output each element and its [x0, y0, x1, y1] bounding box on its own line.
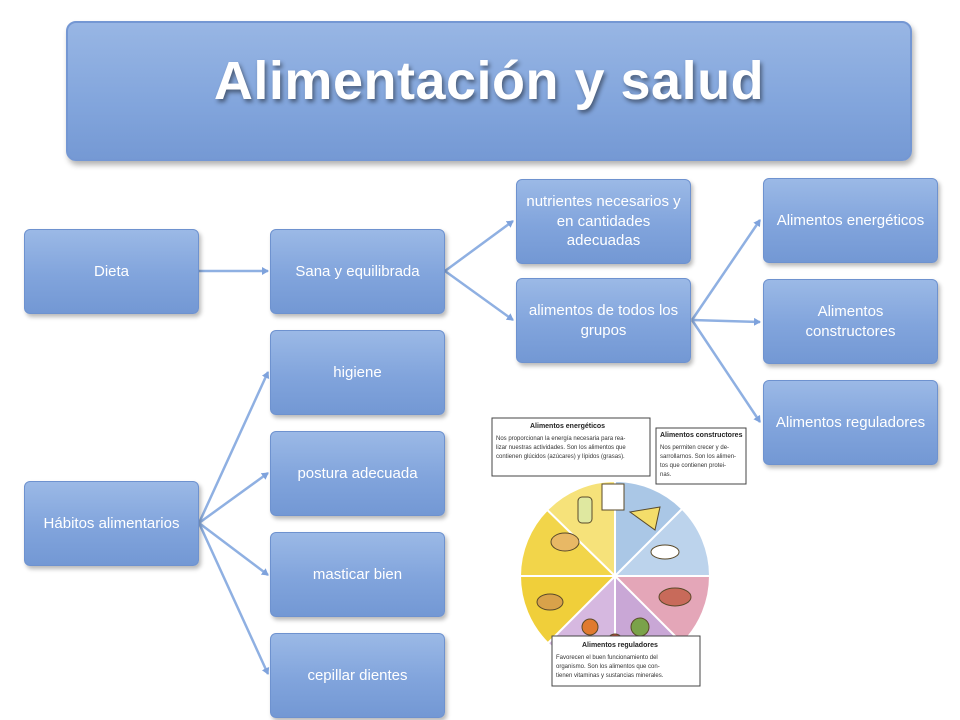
wheel-segment-dairy	[614, 479, 684, 579]
node-sana-equilibrada: Sana y equilibrada	[270, 229, 445, 314]
node-postura: postura adecuada	[270, 431, 445, 516]
node-habitos: Hábitos alimentarios	[24, 481, 199, 566]
box-constructores: Alimentos constructores Nos permiten cre…	[655, 427, 747, 485]
node-dieta: Dieta	[24, 229, 199, 314]
page-title: Alimentación y salud	[213, 51, 765, 111]
node-masticar: masticar bien	[270, 532, 445, 617]
node-constructores: Alimentos constructores	[763, 279, 938, 364]
node-cepillar: cepillar dientes	[270, 633, 445, 718]
connector-grupos-reguladores	[690, 319, 762, 423]
svg-text:Favorecen el buen funcionamien: Favorecen el buen funcionamiento del org…	[556, 655, 664, 679]
node-todos-grupos: alimentos de todos los grupos	[516, 278, 691, 363]
wheel-segment-bread	[518, 575, 618, 645]
box-energeticos: Alimentos energéticos Nos proporcionan l…	[491, 417, 651, 477]
connector-habitos-masticar	[198, 522, 269, 576]
node-higiene: higiene	[270, 330, 445, 415]
title-banner: Alimentación y salud	[66, 21, 912, 161]
connector-sana-nutrientes	[444, 219, 514, 273]
connector-grupos-constructores	[691, 317, 761, 326]
connector-sana-grupos	[444, 269, 514, 322]
node-nutrientes: nutrientes necesarios y en cantidades ad…	[516, 179, 691, 264]
svg-text:Nos proporcionan la energía ne: Nos proporcionan la energía necesaria pa…	[496, 436, 627, 460]
svg-text:Alimentos constructores: Alimentos constructores	[660, 432, 743, 439]
connector-habitos-postura	[198, 471, 269, 525]
wheel-segment-proteins	[612, 507, 712, 577]
connector-habitos-higiene	[197, 371, 270, 524]
connector-grupos-energeticos	[690, 219, 762, 321]
wheel-segment-oils	[545, 479, 616, 579]
food-glyphs	[536, 483, 692, 651]
food-wheel-illustration: Alimentos energéticos Nos proporcionan l…	[491, 417, 747, 687]
box-reguladores: Alimentos reguladores Favorecen el buen …	[551, 635, 701, 687]
svg-text:Nos permiten crecer y de-: Nos permiten crecer y de- sarrollarnos. …	[660, 445, 738, 478]
node-energeticos: Alimentos energéticos	[763, 178, 938, 263]
svg-text:Alimentos reguladores: Alimentos reguladores	[582, 642, 658, 649]
svg-text:Alimentos energéticos: Alimentos energéticos	[530, 423, 605, 430]
node-reguladores: Alimentos reguladores	[763, 380, 938, 465]
connector-habitos-cepillar	[197, 522, 270, 675]
